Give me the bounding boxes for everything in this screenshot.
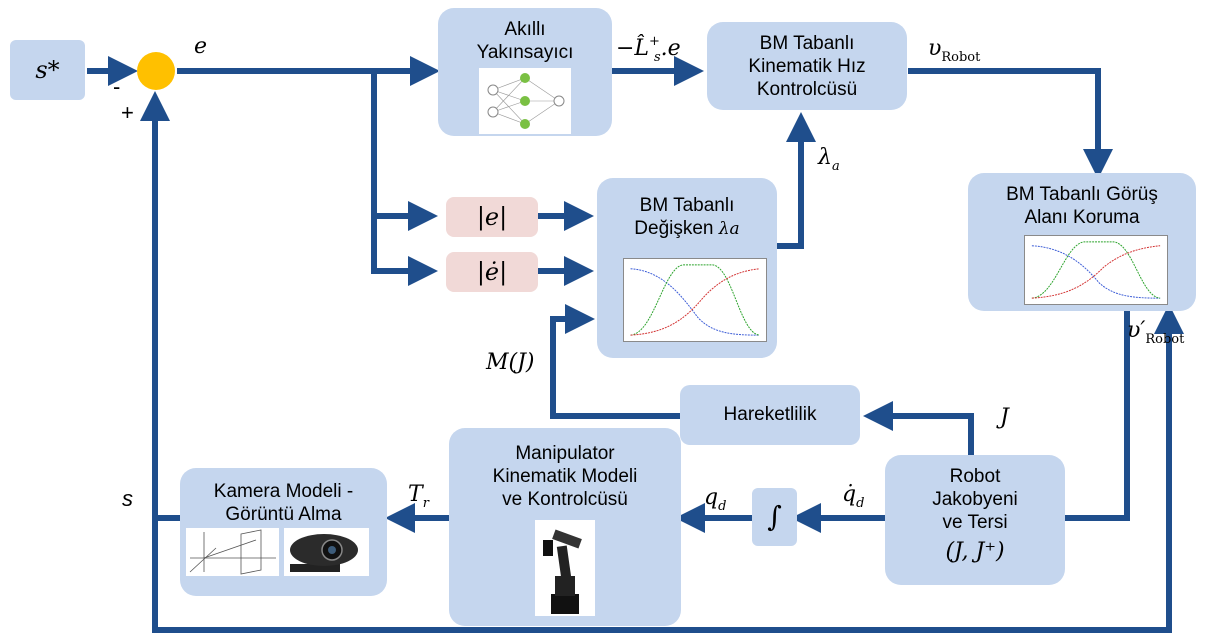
gorus-line2: Alanı Koruma [1024,207,1140,228]
l-hat-sup: + [649,34,660,49]
robot-line3: ve Tersi [942,512,1008,533]
integral-label: ∫ [767,500,782,533]
akilli-yakinsayici-block: Akıllı Yakınsayıcı [438,8,612,136]
summing-junction [137,52,175,90]
robot-arm-icon [535,520,595,616]
membership-function-plot-icon [623,258,767,342]
manipulator-line2: Kinematik Modeli [492,466,638,487]
gorus-line1: BM Tabanlı Görüş [1006,184,1158,205]
label-m-j: M(J) [486,350,535,375]
v-robot-prime-main: υ′ [1127,318,1146,343]
label-e: e [194,34,208,59]
kamera-line1: Kamera Modeli - [213,481,354,502]
akilli-title-line2: Yakınsayıcı [476,42,574,63]
manipulator-line1: Manipulator [515,443,615,464]
v-robot-prime-sub: Robot [1145,332,1185,347]
degisken-line1: BM Tabanlı [639,195,735,216]
arrow-branch-abs-edot [371,216,438,286]
v-robot-sub: Robot [941,50,981,65]
arrow-robot-to-hareketlilik [863,401,974,455]
bm-gorus-alani-block: BM Tabanlı Görüş Alanı Koruma [968,173,1196,311]
lambda-main: λ [818,145,832,170]
manipulator-block: Manipulator Kinematik Modeli ve Kontrolc… [449,428,681,626]
robot-line2: Jakobyeni [932,489,1018,510]
abs-e-block: |e| [446,197,538,237]
manipulator-line3: ve Kontrolcüsü [502,489,628,510]
kinematik-line1: BM Tabanlı [759,33,855,54]
hareketlilik-block: Hareketlilik [680,385,860,445]
robot-line4: (J, J⁺) [945,539,1005,564]
akilli-title-line1: Akıllı [504,19,546,40]
l-hat-sub: s [653,50,661,65]
qdot-main: q̇ [842,482,857,507]
abs-edot-block: |ė| [446,252,538,292]
label-lambda-a: λa [818,145,840,174]
arrow-hareketlilik-to-degisken [550,304,680,419]
arrow-feedback-to-gorus [152,304,1184,633]
tr-sub: r [422,496,429,511]
label-v-robot: υRobot [928,36,980,65]
kamera-line2: Görüntü Alma [225,504,342,525]
kinematik-line2: Kinematik Hız [748,56,866,77]
arrow-kinematik-to-gorus [908,68,1113,179]
hareketlilik-label: Hareketlilik [723,404,817,425]
label-q-d: qd [704,485,726,514]
camera-projection-sketch-icon [186,528,279,576]
neural-network-icon [479,68,571,134]
qd-main: q [704,485,719,510]
qdot-sub: d [856,496,865,511]
degisken-line2: Değişken [634,218,714,239]
v-robot-main: υ [928,36,942,61]
membership-function-plot-icon [1024,235,1168,305]
label-q-dot-d: q̇d [842,482,864,511]
label-v-robot-prime: υ′Robot [1127,318,1184,347]
webcam-icon [284,528,369,576]
arrow-branch-abs-e [371,71,438,231]
tr-main: T [408,482,423,507]
integral-block: ∫ [752,488,797,546]
label-j: J [1000,405,1009,430]
sstar-label: s* [35,56,60,84]
bm-kinematik-hiz-block: BM Tabanlı Kinematik Hız Kontrolcüsü [707,22,907,110]
label-plus: + [121,100,134,125]
l-hat-main: −L̂ [616,36,650,61]
label-t-r: Tr [408,482,429,511]
arrow-degisken-to-kinematik [776,112,816,249]
l-hat-tail: .e [660,36,681,61]
qd-sub: d [718,499,727,514]
degisken-lambda-symbol: λa [718,219,740,239]
robot-jakobyeni-block: Robot Jakobyeni ve Tersi (J, J⁺) [885,455,1065,585]
lambda-sub: a [831,159,840,174]
bm-degisken-block: BM Tabanlı Değişken λa [597,178,777,358]
label-l-hat: −L̂+s.e [616,34,681,65]
degisken-line2-wrap: Değişken λa [597,217,777,241]
robot-line1: Robot [949,466,1001,487]
label-s: s [122,486,133,511]
abs-e-label: |e| [476,203,508,231]
kamera-modeli-block: Kamera Modeli - Görüntü Alma [180,468,387,596]
label-minus: - [113,74,121,99]
sstar-block: s* [10,40,85,100]
abs-edot-label: |ė| [476,258,508,286]
kinematik-line3: Kontrolcüsü [756,79,858,100]
